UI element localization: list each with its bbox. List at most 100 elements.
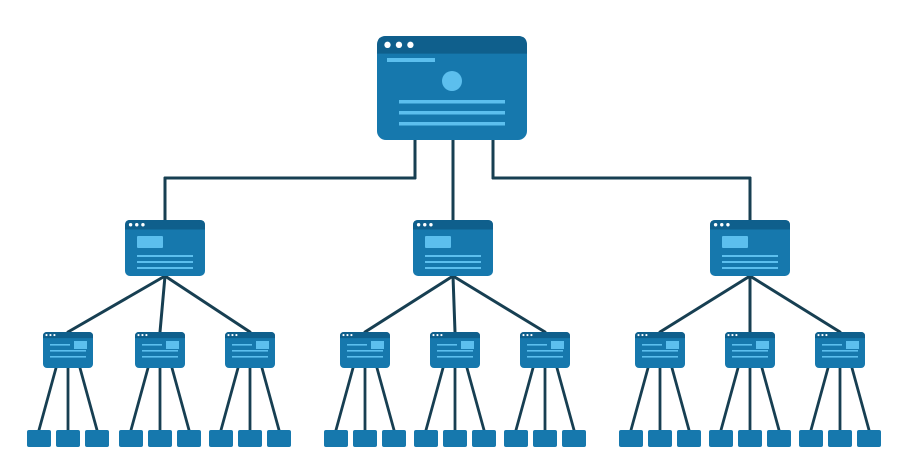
connector-line [78,366,99,432]
connector-line [158,274,167,334]
window-dot-icon [137,333,140,337]
page-header-bar [725,332,775,339]
window-dot-icon [145,333,148,337]
text-line [347,356,383,358]
text-line [822,356,858,358]
text-line [142,356,178,358]
window-dot-icon [141,223,145,227]
image-block [846,341,859,349]
text-line [232,350,268,352]
image-circle [442,71,462,91]
page-header-bar [377,36,527,54]
window-dot-icon [423,223,427,227]
text-line [50,350,86,352]
window-dot-icon [713,223,718,227]
window-dot-icon [735,333,738,337]
connector-line [129,366,150,432]
connector-line [760,366,781,432]
window-dot-icon [346,333,349,337]
window-dot-icon [720,223,724,227]
text-line [142,350,178,352]
text-line [527,350,563,352]
window-dot-icon [825,333,828,337]
leaf-page-node [382,430,406,447]
text-line [425,255,481,257]
leaf-page-node [799,430,823,447]
leaf-page-node [533,430,557,447]
subcategory-page-node [520,332,570,368]
window-dot-icon [432,333,435,337]
leaf-page-node [324,430,348,447]
leaf-page-node [472,430,496,447]
connector-line [809,366,830,432]
leaf-page-node [562,430,586,447]
leaf-page-node [27,430,51,447]
page-header-bar [135,332,185,339]
text-line [137,255,193,257]
text-line [137,261,193,263]
page-header-bar [815,332,865,339]
text-line [437,356,473,358]
category-page-node [413,220,493,276]
connector-line [451,274,457,334]
leaf-page-node [209,430,233,447]
text-line [142,344,162,346]
text-line [732,344,752,346]
text-line [137,267,193,269]
leaf-page-node [56,430,80,447]
text-line [732,350,768,352]
connector-line [424,366,445,432]
leaf-page-node [709,430,733,447]
image-block [756,341,769,349]
window-dot-icon [522,333,525,337]
text-line [425,267,481,269]
connectors [37,138,871,432]
page-header-bar [710,220,790,230]
connector-line [66,274,167,334]
leaf-page-node [857,430,881,447]
text-line [642,356,678,358]
category-page-node [710,220,790,276]
connector-line [363,274,455,334]
window-dot-icon [727,333,730,337]
text-line [232,356,268,358]
window-dot-icon [342,333,345,337]
connector-line [850,366,871,432]
connector-line [219,366,240,432]
window-dot-icon [821,333,824,337]
image-block [371,341,384,349]
leaf-page-node [504,430,528,447]
window-dot-icon [235,333,238,337]
page-header-bar [413,220,493,230]
window-dot-icon [429,223,433,227]
text-line [437,344,457,346]
leaf-page-node [148,430,172,447]
leaf-page-node [648,430,672,447]
text-line [399,122,505,126]
window-dot-icon [407,41,414,49]
text-line [347,350,383,352]
connector-line [170,366,191,432]
connector-line [555,366,576,432]
image-block [425,236,451,248]
leaf-page-node [828,430,852,447]
text-line [722,267,778,269]
window-dot-icon [440,333,443,337]
connector-line [719,366,740,432]
window-dot-icon [49,333,52,337]
page-header-bar [430,332,480,339]
window-dot-icon [637,333,640,337]
leaf-page-node [119,430,143,447]
connector-line [375,366,396,432]
connector-line [465,366,486,432]
text-line [722,261,778,263]
window-dot-icon [231,333,234,337]
window-dot-icon [731,333,734,337]
image-block [722,236,748,248]
connector-line [748,274,842,334]
connector-line [37,366,58,432]
text-line [642,344,662,346]
window-dot-icon [645,333,648,337]
leaf-page-node [677,430,701,447]
leaf-page-node [353,430,377,447]
